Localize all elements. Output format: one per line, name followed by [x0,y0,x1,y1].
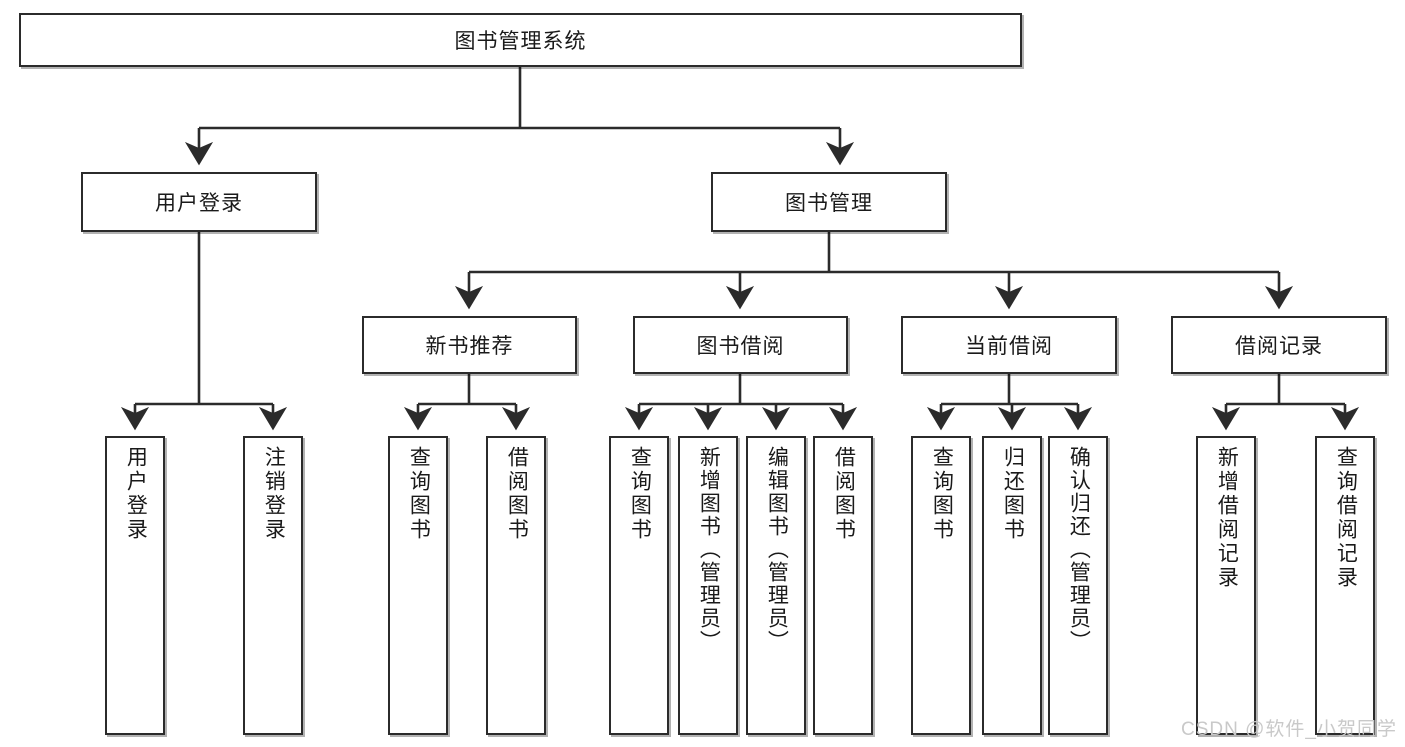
leaf-logout-label: 注销登录 [262,446,286,542]
connector-bookmgmt-to-level3 [454,232,1294,310]
node-borrow-records-label: 借阅记录 [1235,335,1323,358]
leaf-edit-book-admin[interactable]: 编辑图书（管理员） [746,436,806,735]
node-root-label: 图书管理系统 [454,30,587,53]
leaf-user-login-label: 用户登录 [124,446,148,542]
node-root[interactable]: 图书管理系统 [19,13,1022,67]
leaf-user-login[interactable]: 用户登录 [105,436,165,735]
leaf-add-book-admin[interactable]: 新增图书（管理员） [678,436,738,735]
leaf-borrow-book[interactable]: 借阅图书 [813,436,873,735]
node-current-borrow-label: 当前借阅 [965,335,1053,358]
node-book-borrow[interactable]: 图书借阅 [633,316,848,374]
leaf-query-book-newbook-label: 查询图书 [407,446,431,542]
leaf-add-borrow-record[interactable]: 新增借阅记录 [1196,436,1256,735]
node-new-book-recommend[interactable]: 新书推荐 [362,316,577,374]
node-book-borrow-label: 图书借阅 [696,335,785,358]
leaf-borrow-book-newbook[interactable]: 借阅图书 [486,436,546,735]
leaf-confirm-return-admin[interactable]: 确认归还（管理员） [1048,436,1108,735]
leaf-return-book[interactable]: 归还图书 [982,436,1042,735]
node-new-book-recommend-label: 新书推荐 [425,335,514,358]
leaf-query-borrow-record-label: 查询借阅记录 [1334,446,1358,590]
leaf-query-book-borrow-label: 查询图书 [628,446,652,542]
connector-current-to-leaves [926,374,1093,431]
leaf-edit-book-admin-label: 编辑图书（管理员） [765,446,789,653]
node-book-management-label: 图书管理 [785,192,873,215]
node-user-login-label: 用户登录 [155,192,243,215]
connector-root-to-level2 [184,67,855,166]
leaf-confirm-return-admin-label: 确认归还（管理员） [1067,446,1091,653]
node-book-management[interactable]: 图书管理 [711,172,947,232]
leaf-query-book-newbook[interactable]: 查询图书 [388,436,448,735]
leaf-add-book-admin-label: 新增图书（管理员） [697,446,721,653]
leaf-query-borrow-record[interactable]: 查询借阅记录 [1315,436,1375,735]
leaf-borrow-book-label: 借阅图书 [832,446,856,542]
leaf-query-book-current[interactable]: 查询图书 [911,436,971,735]
connector-newbook-to-leaves [403,374,531,431]
connector-borrow-to-leaves [624,374,858,431]
leaf-return-book-label: 归还图书 [1001,446,1025,542]
leaf-query-book-borrow[interactable]: 查询图书 [609,436,669,735]
connector-records-to-leaves [1211,374,1360,431]
connector-login-to-leaves [120,232,288,431]
node-borrow-records[interactable]: 借阅记录 [1171,316,1387,374]
leaf-add-borrow-record-label: 新增借阅记录 [1215,446,1239,590]
node-user-login[interactable]: 用户登录 [81,172,317,232]
leaf-borrow-book-newbook-label: 借阅图书 [505,446,529,542]
node-current-borrow[interactable]: 当前借阅 [901,316,1117,374]
leaf-query-book-current-label: 查询图书 [930,446,954,542]
leaf-logout[interactable]: 注销登录 [243,436,303,735]
